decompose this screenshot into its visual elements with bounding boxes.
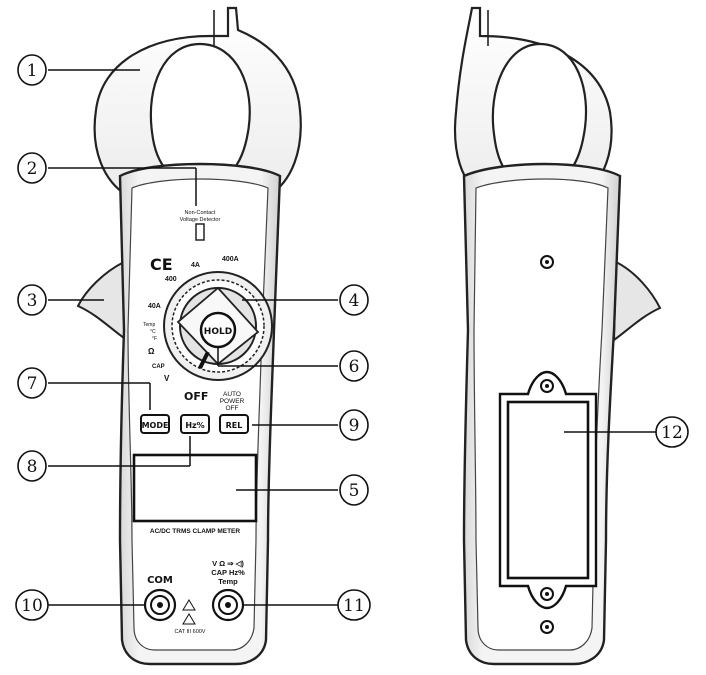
- callout-9: 9: [339, 409, 369, 441]
- hz-label: Hz%: [185, 421, 204, 430]
- svg-text:5: 5: [349, 481, 360, 501]
- callouts: [48, 69, 656, 606]
- dial-pointer: [198, 351, 210, 369]
- range-celsius: °C: [150, 329, 156, 335]
- rel-button[interactable]: [219, 414, 249, 434]
- com-label: COM: [147, 575, 173, 586]
- range-ohm: Ω: [148, 347, 155, 356]
- auto-power-off-3: OFF: [226, 405, 239, 412]
- svg-text:9: 9: [349, 416, 360, 436]
- callout-markers: 1 2 3 4 5 6 7 8 9 10 11 12: [15, 54, 689, 621]
- svg-text:3: 3: [27, 291, 38, 311]
- auto-power-off-1: AUTO: [223, 391, 241, 398]
- svg-text:7: 7: [27, 374, 38, 394]
- callout-2: 2: [17, 152, 47, 184]
- hz-button[interactable]: [180, 414, 210, 434]
- cat-rating: CAT III 600V: [175, 629, 206, 635]
- model-text: AC/DC TRMS CLAMP METER: [150, 528, 240, 535]
- range-off: OFF: [184, 390, 208, 403]
- svg-text:4: 4: [349, 291, 360, 311]
- svg-text:10: 10: [21, 596, 43, 616]
- svg-text:6: 6: [349, 357, 360, 377]
- warning-icon-2: [182, 613, 196, 625]
- range-fahrenheit: °F: [152, 336, 157, 342]
- hold-label: HOLD: [204, 327, 232, 337]
- ncv-lamp: [195, 223, 205, 241]
- com-jack[interactable]: [143, 588, 177, 622]
- range-40a: 40A: [148, 303, 161, 310]
- callout-4: 4: [339, 284, 369, 316]
- svg-text:8: 8: [27, 457, 38, 477]
- callout-10: 10: [15, 589, 49, 621]
- input-label-2: CAP Hz%: [211, 568, 245, 577]
- svg-text:11: 11: [343, 596, 365, 616]
- back-trigger: [612, 260, 662, 342]
- lcd-display: [132, 453, 258, 523]
- ce-mark: CE: [150, 255, 173, 274]
- callout-12: 12: [655, 416, 689, 448]
- rotary-dial[interactable]: HOLD: [163, 271, 273, 381]
- range-cap: CAP: [152, 364, 165, 370]
- svg-text:1: 1: [27, 61, 38, 81]
- range-temp: Temp: [143, 322, 155, 328]
- range-400: 400: [165, 276, 177, 283]
- battery-cover: [498, 370, 598, 610]
- callout-3: 3: [17, 284, 47, 316]
- mode-label: MODE: [142, 421, 169, 430]
- input-label-1: V Ω ⇒ ◁): [212, 559, 244, 568]
- range-v: V: [164, 374, 170, 383]
- input-jack[interactable]: [211, 588, 245, 622]
- front-view: Non-Contact Voltage Detector CE HOLD 400…: [76, 6, 302, 666]
- svg-text:2: 2: [27, 159, 38, 179]
- auto-power-off-2: POWER: [220, 398, 245, 405]
- callout-1: 1: [17, 54, 47, 86]
- rel-label: REL: [226, 421, 243, 430]
- ncv-text-2: Voltage Detector: [180, 217, 221, 223]
- back-view: [453, 6, 662, 666]
- callout-5: 5: [339, 474, 369, 506]
- callout-7: 7: [17, 367, 47, 399]
- range-400a: 400A: [222, 256, 239, 263]
- svg-text:12: 12: [661, 423, 683, 443]
- callout-6: 6: [339, 350, 369, 382]
- mode-button[interactable]: [140, 414, 170, 434]
- callout-11: 11: [337, 589, 371, 621]
- range-4a: 4A: [191, 262, 200, 269]
- ncv-text-1: Non-Contact: [185, 210, 216, 216]
- callout-8: 8: [17, 450, 47, 482]
- warning-icon: [182, 599, 196, 611]
- input-label-3: Temp: [218, 577, 238, 586]
